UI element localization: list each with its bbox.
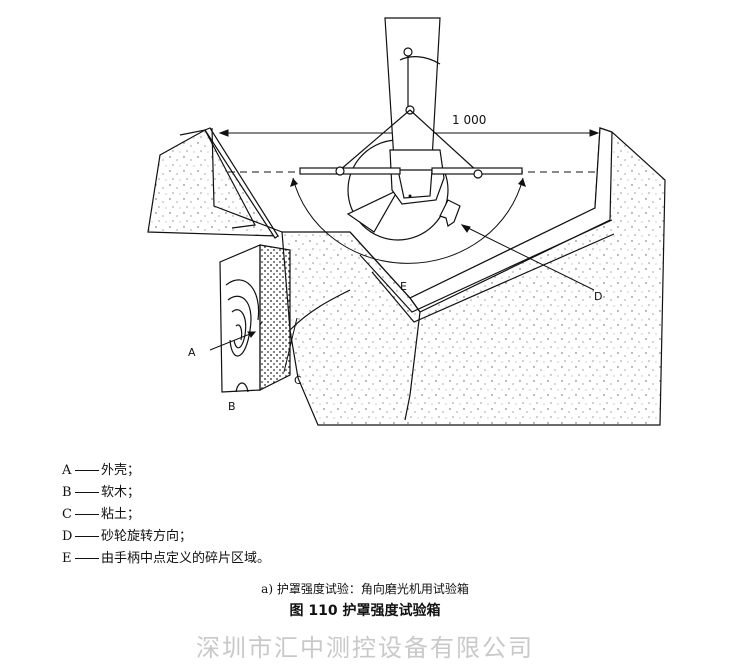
wood-block bbox=[219, 244, 291, 393]
callout-a: A bbox=[188, 346, 196, 359]
callout-leaders bbox=[209, 224, 595, 373]
legend-text: 软木； bbox=[101, 485, 141, 500]
legend-dash bbox=[75, 492, 99, 493]
callout-d: D bbox=[594, 290, 602, 303]
arc-arrow-left bbox=[290, 178, 298, 187]
legend-key: C bbox=[62, 507, 72, 522]
callout-e: E bbox=[400, 280, 407, 293]
legend-item-a: A 外壳； bbox=[62, 460, 270, 482]
legend-list: A 外壳； B 软木； C 粘土； D 砂轮旋转方向； E 由手柄中点定义的碎片区域。 bbox=[62, 460, 270, 570]
legend-dash bbox=[75, 470, 99, 471]
angle-grinder bbox=[299, 17, 523, 241]
legend-item-e: E 由手柄中点定义的碎片区域。 bbox=[62, 548, 270, 570]
legend-item-d: D 砂轮旋转方向； bbox=[62, 526, 270, 548]
legend-item-c: C 粘土； bbox=[62, 504, 270, 526]
figure-caption: 图 110 护罩强度试验箱 bbox=[289, 603, 441, 619]
legend-dash bbox=[75, 514, 99, 515]
dimension-label: 1 000 bbox=[452, 113, 486, 127]
watermark: 深圳市汇中测控设备有限公司 bbox=[196, 634, 534, 662]
arc-arrow-right bbox=[518, 178, 526, 187]
legend-text: 砂轮旋转方向； bbox=[101, 529, 193, 544]
legend-text: 粘土； bbox=[101, 507, 141, 522]
legend-item-b: B 软木； bbox=[62, 482, 270, 504]
legend-text: 外壳； bbox=[101, 463, 141, 478]
test-box-drawing: 1 000 A B C D E bbox=[147, 17, 666, 426]
callout-c: C bbox=[294, 374, 302, 387]
legend-key: B bbox=[62, 485, 72, 500]
box-walls bbox=[147, 127, 666, 426]
legend-dash bbox=[75, 536, 99, 537]
legend-key: D bbox=[62, 529, 73, 544]
legend-dash bbox=[75, 558, 99, 559]
legend-key: E bbox=[62, 551, 72, 566]
callout-b: B bbox=[228, 400, 236, 413]
legend-text: 由手柄中点定义的碎片区域。 bbox=[101, 551, 271, 566]
legend-key: A bbox=[62, 463, 72, 478]
fragment-area-arc bbox=[292, 177, 524, 264]
sub-caption: a) 护罩强度试验：角向磨光机用试验箱 bbox=[261, 582, 469, 596]
